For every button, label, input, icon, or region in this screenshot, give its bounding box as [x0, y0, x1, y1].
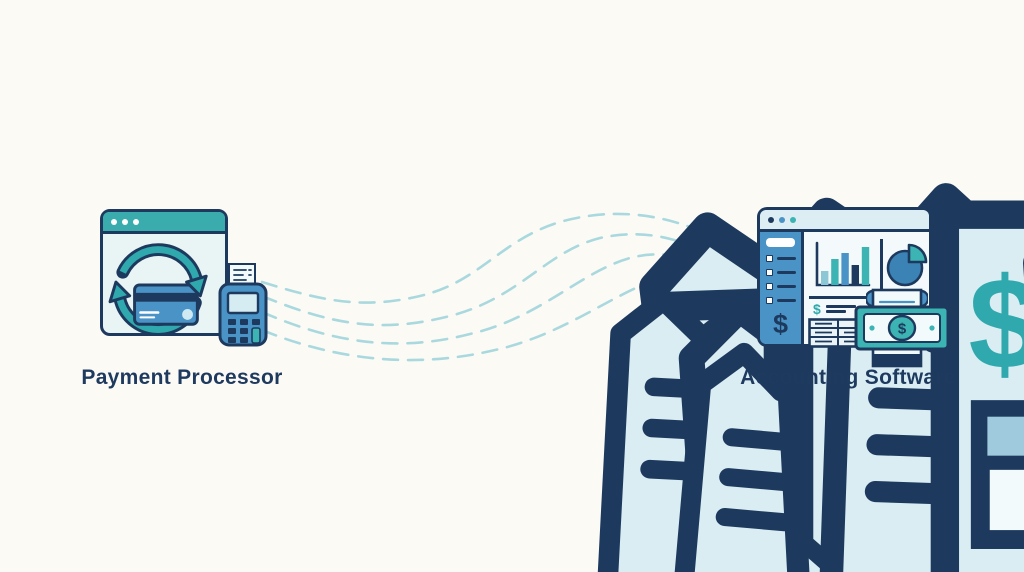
browser-titlebar — [103, 212, 225, 234]
dashed-flow-line — [260, 212, 738, 304]
bar-chart-icon — [815, 241, 871, 287]
terminal-screen — [226, 291, 260, 315]
bar — [851, 265, 859, 285]
window-dots-icon — [111, 218, 139, 225]
pie-slice — [907, 243, 928, 264]
sidebar: $ — [760, 232, 804, 344]
dashed-flow-line — [260, 253, 738, 345]
item-label-line — [777, 285, 796, 288]
payment-processor-label: Payment Processor — [81, 366, 283, 389]
pie-chart-icon — [886, 243, 928, 287]
sidebar-item — [766, 255, 801, 262]
dollar-sign-icon: $ — [813, 301, 821, 317]
sidebar-item — [766, 283, 801, 290]
dashed-flow-line — [260, 278, 657, 362]
payment-terminal-icon — [218, 263, 268, 347]
credit-card-icon — [133, 283, 199, 326]
chart-divider — [880, 239, 883, 289]
checkbox-icon — [766, 255, 773, 262]
checkbox-icon — [766, 297, 773, 304]
item-label-line — [777, 257, 796, 260]
checkbox-icon — [766, 283, 773, 290]
dollar-sign-icon: $ — [772, 309, 789, 339]
sidebar-item — [766, 269, 801, 276]
sync-arrowheads — [108, 274, 208, 304]
accounting-software-label: Accounting Software — [740, 366, 956, 389]
banknote-icon: $ — [854, 305, 950, 351]
window-dot-icon — [779, 216, 785, 223]
sidebar-title-bar — [766, 238, 795, 247]
banknote-dollar-glyph: $ — [898, 321, 907, 338]
sidebar-items — [760, 255, 801, 304]
window-dot-icon — [768, 216, 774, 223]
window-dot-icon — [111, 218, 117, 225]
dashed-flow-line — [260, 232, 742, 327]
bar — [861, 247, 870, 285]
bar — [821, 271, 829, 285]
bar — [831, 259, 839, 285]
payment-processor-window — [100, 209, 228, 336]
window-dot-icon — [122, 218, 128, 225]
window-dot-icon — [133, 218, 139, 225]
window-dot-icon — [790, 216, 796, 223]
text-line — [826, 305, 856, 308]
text-line — [826, 310, 846, 313]
window-dots-icon — [768, 216, 796, 223]
sidebar-item — [766, 297, 801, 304]
item-label-line — [777, 271, 796, 274]
checkbox-icon — [766, 269, 773, 276]
card-sync-icon — [108, 243, 208, 336]
terminal-keypad-icon — [228, 319, 261, 344]
browser-titlebar — [760, 210, 929, 232]
invoice-icon — [943, 213, 1024, 572]
item-label-line — [777, 299, 796, 302]
bar — [841, 253, 849, 285]
